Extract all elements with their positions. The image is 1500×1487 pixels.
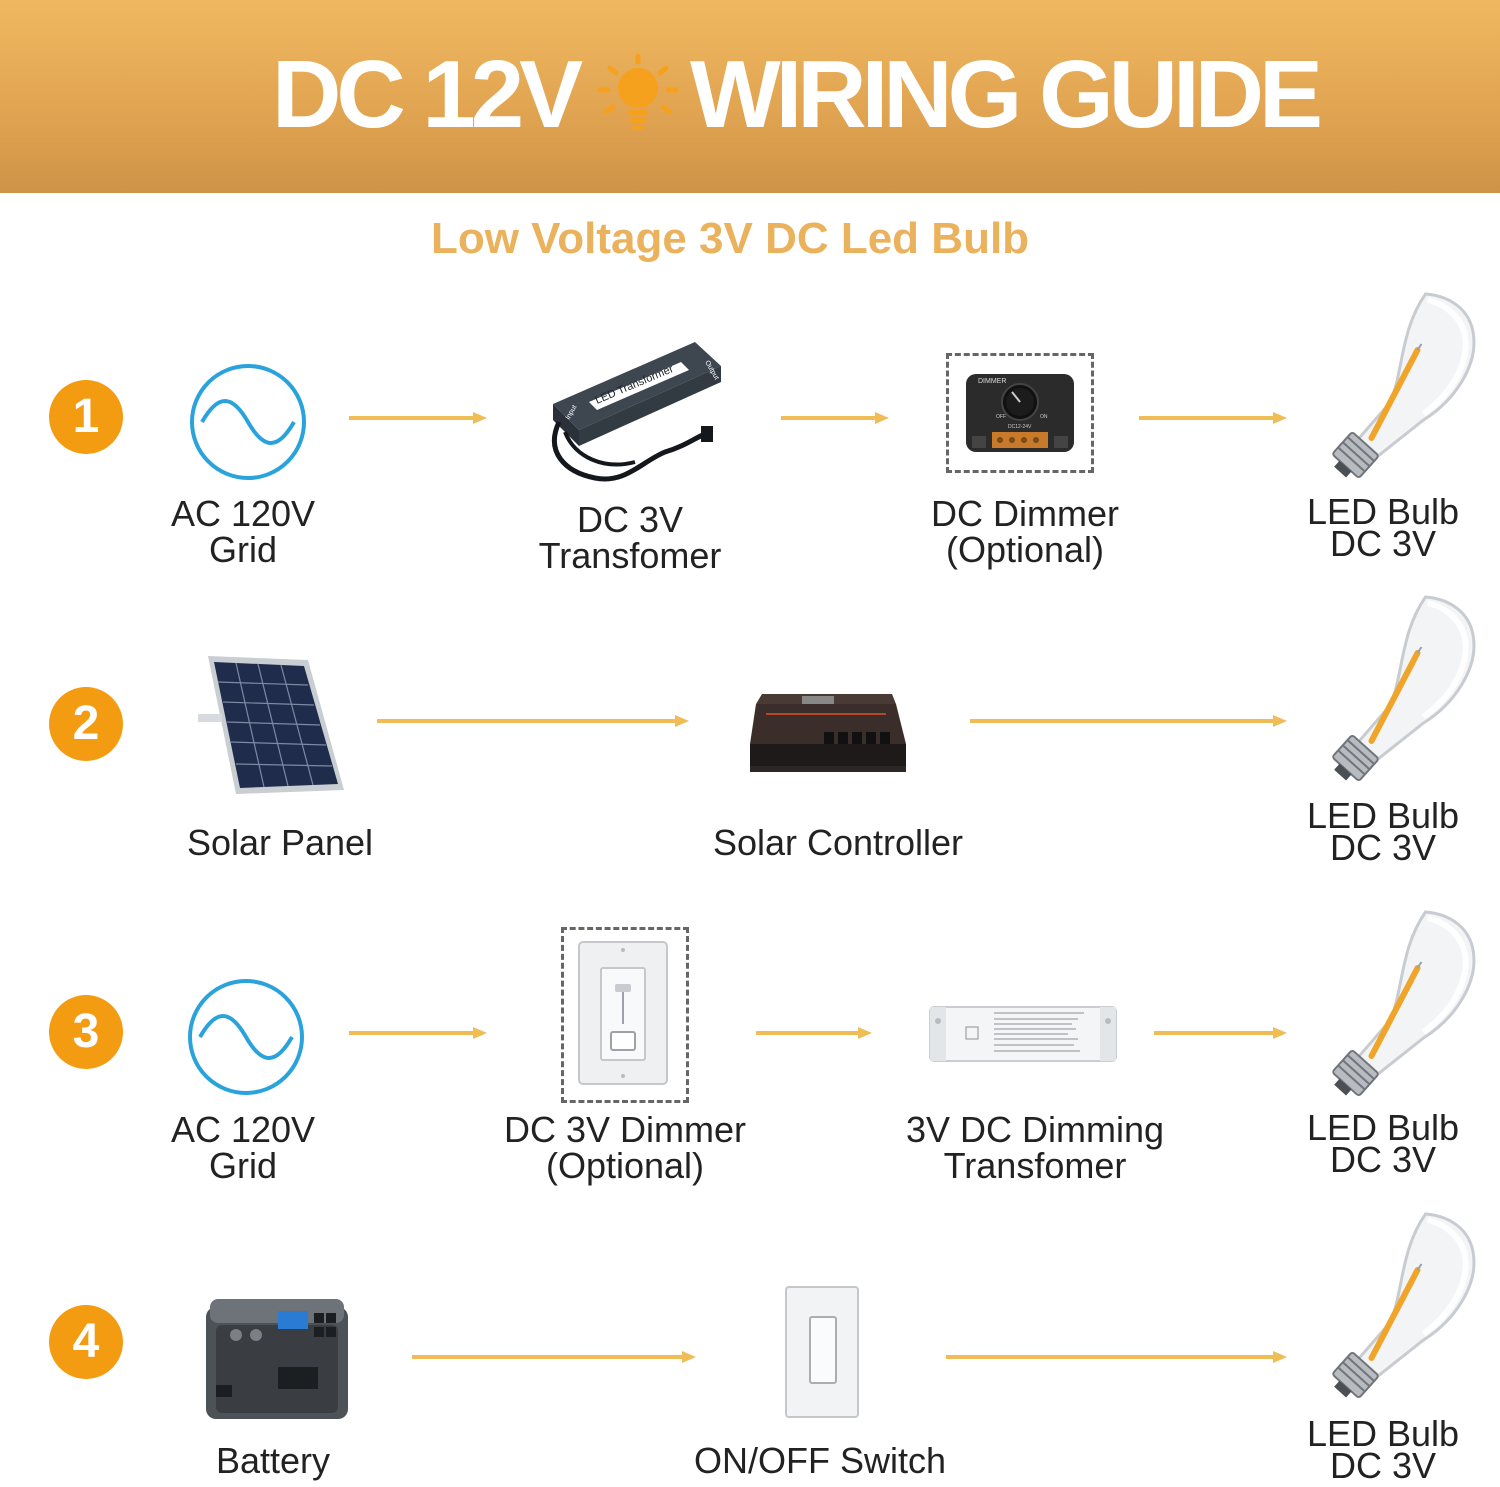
sun-bulb-icon: [597, 53, 679, 130]
label-line: AC 120V: [170, 493, 316, 534]
label-ac-grid-3: AC 120V Grid: [143, 1112, 343, 1184]
arrow-right: [970, 715, 1287, 727]
ac-wave-icon: [186, 977, 306, 1097]
battery-icon: [206, 1299, 348, 1419]
label-solar-panel: Solar Panel: [170, 825, 390, 861]
dimmer-device-text: DIMMER: [978, 378, 1006, 385]
header-banner: DC 12V WIRING GUIDE: [0, 0, 1500, 193]
header-title-right: WIRING GUIDE: [690, 41, 1323, 148]
label-line: Grid: [208, 1145, 277, 1186]
solar-controller-icon: [750, 694, 906, 772]
step-badge-3: 3: [49, 995, 123, 1069]
label-led-bulb-1: LED Bulb DC 3V: [1283, 491, 1483, 564]
label-line: Grid: [208, 529, 277, 570]
label-ac-grid-1: AC 120V Grid: [143, 496, 343, 568]
label-line: 3V DC Dimming: [905, 1109, 1165, 1150]
arrow-right: [781, 412, 889, 424]
arrow-right: [349, 1027, 487, 1039]
label-line: (Optional): [545, 1145, 705, 1186]
arrow-right: [1154, 1027, 1287, 1039]
label-line: Solar Panel: [186, 822, 374, 863]
dimmer-voltage-text: DC12-24V: [1008, 424, 1032, 430]
label-led-bulb-2: LED Bulb DC 3V: [1283, 795, 1483, 868]
label-line: Transfomer: [538, 535, 722, 576]
label-transformer: DC 3V Transfomer: [520, 502, 740, 574]
label-dimmer-optional: DC Dimmer (Optional): [910, 496, 1140, 568]
arrow-right: [412, 1351, 696, 1363]
label-dimming-transformer: 3V DC Dimming Transfomer: [890, 1112, 1180, 1184]
arrow-right: [377, 715, 689, 727]
switch-icon: [785, 1286, 859, 1418]
transformer-icon: LED Transformer Input Output: [551, 342, 721, 482]
arrow-right: [349, 412, 487, 424]
label-line: ON/OFF Switch: [693, 1440, 947, 1481]
label-line: DC 3V Dimmer: [503, 1109, 746, 1150]
label-led-bulb-4: LED Bulb DC 3V: [1283, 1413, 1483, 1486]
arrow-right: [946, 1351, 1287, 1363]
step-badge-1: 1: [49, 380, 123, 454]
label-line: DC 3V: [1329, 1139, 1437, 1180]
dimming-transformer-icon: [929, 1006, 1117, 1062]
wall-dimmer-icon: [578, 941, 668, 1085]
subtitle: Low Voltage 3V DC Led Bulb: [430, 214, 1030, 263]
arrow-right: [1139, 412, 1287, 424]
label-line: LED Bulb: [1306, 491, 1460, 532]
label-line: LED Bulb: [1306, 1107, 1460, 1148]
label-on-off-switch: ON/OFF Switch: [670, 1443, 970, 1479]
header-title-left: DC 12V: [272, 41, 583, 148]
label-solar-controller: Solar Controller: [688, 825, 988, 861]
label-line: DC 3V: [1329, 523, 1437, 564]
led-bulb-icon: [1303, 290, 1478, 480]
label-line: Transfomer: [943, 1145, 1127, 1186]
ac-wave-icon: [188, 362, 308, 482]
label-led-bulb-3: LED Bulb DC 3V: [1283, 1107, 1483, 1180]
label-line: Solar Controller: [712, 822, 964, 863]
arrow-right: [756, 1027, 872, 1039]
label-line: LED Bulb: [1306, 795, 1460, 836]
label-line: DC Dimmer: [931, 493, 1119, 534]
label-line: LED Bulb: [1306, 1413, 1460, 1454]
optional-dashed-box: [946, 353, 1094, 473]
dimmer-on-text: ON: [1040, 414, 1048, 420]
optional-dashed-box: [561, 927, 689, 1103]
led-bulb-icon: [1303, 908, 1478, 1098]
label-battery: Battery: [168, 1443, 378, 1479]
dimmer-off-text: OFF: [996, 414, 1006, 420]
step-badge-4: 4: [49, 1305, 123, 1379]
label-line: Battery: [215, 1440, 331, 1481]
led-bulb-icon: [1303, 1210, 1478, 1400]
label-dimmer-optional-3: DC 3V Dimmer (Optional): [500, 1112, 750, 1184]
label-line: (Optional): [945, 529, 1105, 570]
solar-panel-icon: [198, 656, 344, 794]
label-line: AC 120V: [170, 1109, 316, 1150]
led-bulb-icon: [1303, 593, 1478, 783]
dimmer-icon: DIMMER OFF ON DC12-24V: [966, 374, 1074, 452]
label-line: DC 3V: [576, 499, 684, 540]
label-line: DC 3V: [1329, 1445, 1437, 1486]
step-badge-2: 2: [49, 687, 123, 761]
label-line: DC 3V: [1329, 827, 1437, 868]
